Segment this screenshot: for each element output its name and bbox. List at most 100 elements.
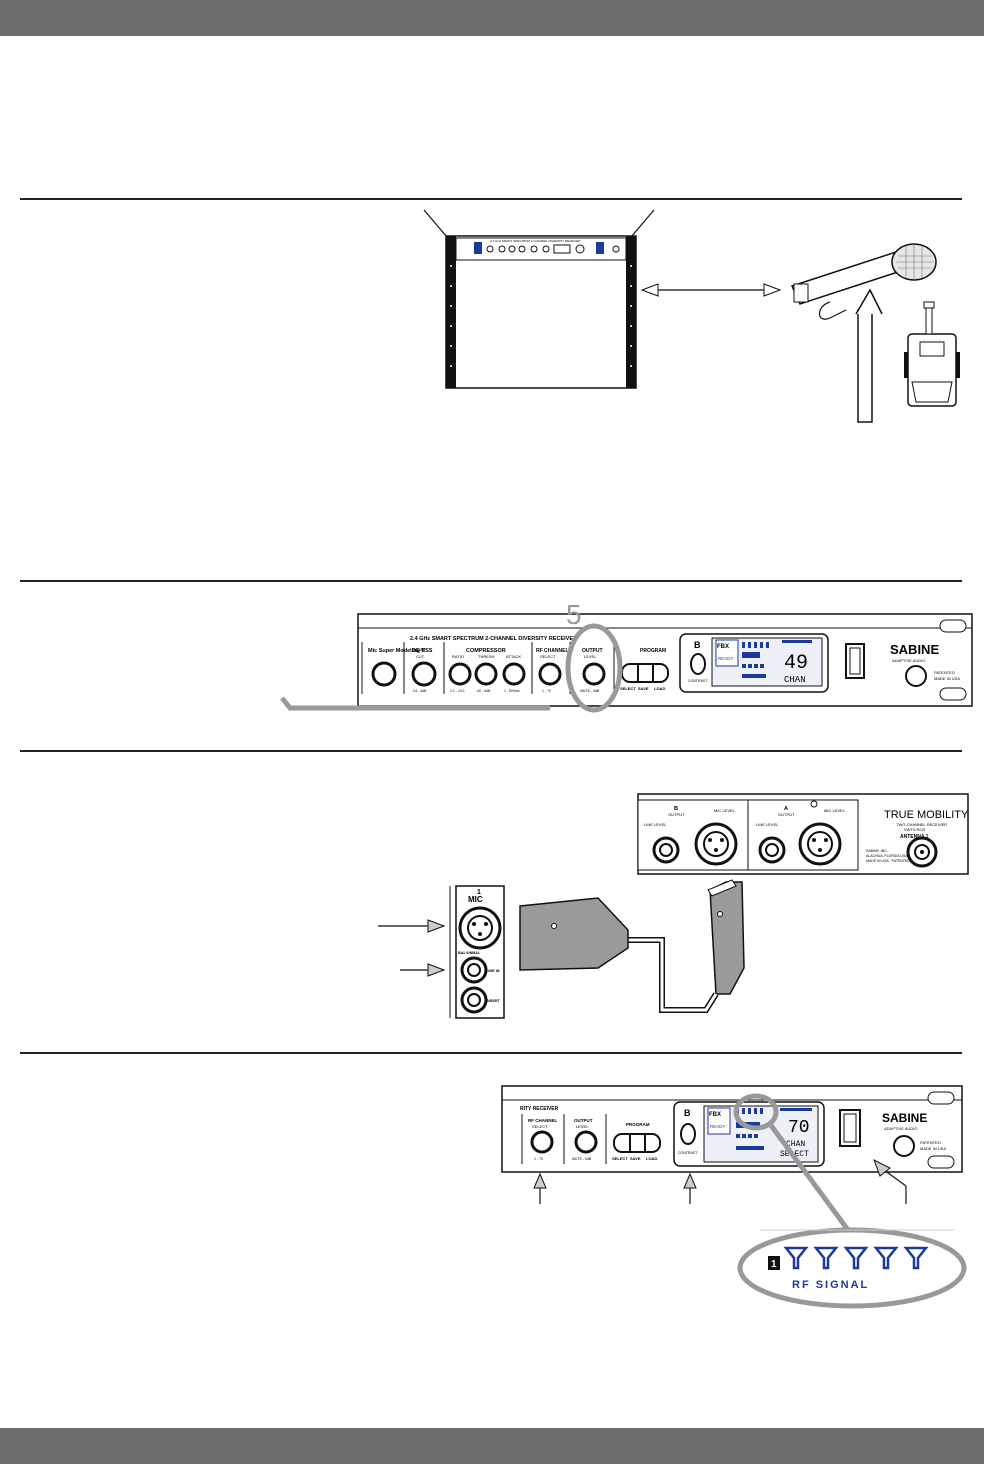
zoom-program: PROGRAM — [626, 1122, 650, 1127]
maker-line-2: ALACHUA, FLORIDA USA — [866, 854, 908, 858]
ratio-label: RATIO — [452, 654, 464, 659]
bottom-bar — [0, 1428, 984, 1464]
rf-channel-label: RF CHANNEL — [536, 648, 569, 654]
zoom-lcd-number: 70 — [788, 1118, 810, 1138]
load-label: LOAD — [654, 686, 665, 691]
zoom-mute-range: MUTE - 0dB — [572, 1157, 592, 1161]
rear-a-label: A — [784, 806, 788, 812]
figure-xlr-connection: B OUTPUT LINE LEVEL MIC LEVEL A OUTPUT L… — [378, 793, 969, 1019]
zoom-sabine-logo: SABINE — [882, 1111, 927, 1125]
zoom-rf-select: SELECT — [532, 1124, 548, 1129]
figure-rack-to-transmitter: 2.4 GHz SMART SPECTRUM 2-CHANNEL DIVERSI… — [423, 209, 960, 423]
rotate-indicator: 5 — [566, 602, 582, 630]
compressor-label: COMPRESSOR — [466, 648, 506, 654]
mixer-mic-label: MIC — [468, 895, 483, 904]
attack-label: ATTACK — [506, 654, 522, 659]
mute-range: MUTE - 0dB — [580, 689, 600, 693]
zoom-sabine-sub: ADAPTIVE AUDIO — [884, 1126, 917, 1131]
zoom-level: LEVEL — [576, 1124, 589, 1129]
rear-a-output: OUTPUT — [778, 812, 795, 817]
mixer-channel-number: 1 — [477, 889, 481, 896]
channel-b-label: B — [694, 640, 701, 650]
model-label: TWO-CHANNEL RECEIVER — [896, 822, 947, 827]
lcd-mode-text: CHAN — [784, 675, 806, 685]
insert-label: INSERT — [486, 999, 501, 1003]
de-ess-range: -24 - 0dB — [412, 689, 427, 693]
zoom-lcd-mode1: CHAN — [786, 1140, 805, 1149]
section-rule-1 — [20, 198, 962, 200]
mic-modeling-knob[interactable] — [371, 661, 397, 687]
contrast-label: CONTRAST — [688, 679, 708, 683]
zoom-rf-range: 1 - 70 — [534, 1157, 543, 1161]
attack-range: 1 - 500ms — [504, 689, 520, 693]
rear-b-label: B — [674, 806, 678, 812]
section-rule-3 — [20, 750, 962, 752]
receiver-front-panel: 2.4 GHz SMART SPECTRUM 2-CHANNEL DIVERSI… — [357, 613, 973, 707]
save-label: SAVE — [638, 686, 649, 691]
zoom-contrast: CONTRAST — [678, 1151, 698, 1155]
zoom-save: SAVE — [630, 1156, 641, 1161]
ready-label: READY — [718, 656, 734, 661]
rf-signal-callout: 1 RF SIGNAL — [733, 1093, 967, 1309]
zoom-made-in: MADE IN USA — [920, 1146, 946, 1151]
output-label: OUTPUT — [582, 648, 603, 654]
figure-output-level-knob: 2.4 GHz SMART SPECTRUM 2-CHANNEL DIVERSI… — [280, 602, 973, 713]
rear-b-output: OUTPUT — [668, 812, 685, 817]
zoom-antenna-index: 1 — [771, 1259, 777, 1270]
mixer-channel-strip: 1 MIC BAL/UNBAL LINE IN INSERT — [449, 885, 505, 1019]
program-label: PROGRAM — [640, 648, 666, 654]
zoom-rf-channel-knob[interactable] — [530, 1130, 554, 1154]
ratio-range: 1:1 - 10:1 — [450, 689, 465, 693]
fbx-label: FBX — [717, 644, 729, 650]
output-level-knob[interactable] — [582, 662, 606, 686]
zoom-panel-title: RITY RECEIVER — [520, 1106, 559, 1112]
section-rule-4 — [20, 1052, 962, 1054]
bal-unbal-label: BAL/UNBAL — [458, 951, 481, 955]
zoom-pointer-arrows — [533, 1158, 907, 1204]
zoom-channel-b: B — [684, 1108, 691, 1118]
zoom-fbx: FBX — [709, 1112, 721, 1118]
figure-rf-channel-select: RITY RECEIVER RF CHANNEL SELECT 1 - 70 O… — [501, 1085, 967, 1309]
handheld-mic-on-stand — [790, 243, 937, 423]
made-in-label: MADE IN USA — [934, 676, 960, 681]
output-knob-highlight: 5 — [280, 602, 623, 713]
zoom-rf-channel: RF CHANNEL — [528, 1118, 557, 1123]
rear-a-mic-level: MIC LEVEL — [824, 808, 846, 813]
contrast-knob[interactable] — [690, 653, 706, 675]
ir-sensor — [905, 665, 927, 687]
zoom-output-knob[interactable] — [574, 1130, 598, 1154]
thresh-label: THRESH — [478, 654, 495, 659]
rear-b-mic-level: MIC LEVEL — [714, 808, 736, 813]
patented-label: PATENTED — [934, 670, 955, 675]
de-ess-label: DE-ESS — [412, 648, 433, 654]
de-ess-knob[interactable] — [411, 661, 437, 687]
zoom-program-buttons[interactable] — [613, 1133, 661, 1153]
rf-channel-knob[interactable] — [538, 662, 562, 686]
rear-b-line-level: LINE LEVEL — [644, 822, 667, 827]
attack-knob[interactable] — [502, 662, 526, 686]
zoom-contrast-knob[interactable] — [680, 1123, 696, 1145]
rack-cabinet: 2.4 GHz SMART SPECTRUM 2-CHANNEL DIVERSI… — [445, 235, 637, 389]
thresh-range: -40 - 0dB — [476, 689, 491, 693]
zoom-load: LOAD — [646, 1156, 657, 1161]
mixer-pointer-arrows — [378, 919, 446, 977]
bodypack-transmitter — [904, 301, 960, 407]
zoom-patented: PATENTED — [920, 1140, 941, 1145]
panel-title: 2.4 GHz SMART SPECTRUM 2-CHANNEL DIVERSI… — [410, 636, 577, 642]
zoom-select: SELECT — [612, 1156, 628, 1161]
top-bar — [0, 0, 984, 36]
de-ess-sub: CUT — [416, 654, 425, 659]
receiver-rear-panel: B OUTPUT LINE LEVEL MIC LEVEL A OUTPUT L… — [637, 793, 969, 875]
program-buttons[interactable] — [621, 663, 669, 683]
maker-line-3: MADE IN USA · PATENTED — [866, 859, 910, 863]
double-arrow — [640, 283, 782, 297]
section-rule-2 — [20, 580, 962, 582]
lcd-channel-number: 49 — [784, 652, 808, 675]
receiver-front-panel-zoomed: RITY RECEIVER RF CHANNEL SELECT 1 - 70 O… — [501, 1085, 963, 1173]
thresh-knob[interactable] — [474, 662, 498, 686]
select-label: SELECT — [620, 686, 636, 691]
xlr-cable — [519, 879, 745, 1013]
zoom-ready: READY — [710, 1124, 726, 1129]
rear-a-line-level: LINE LEVEL — [756, 822, 779, 827]
ratio-knob[interactable] — [448, 662, 472, 686]
